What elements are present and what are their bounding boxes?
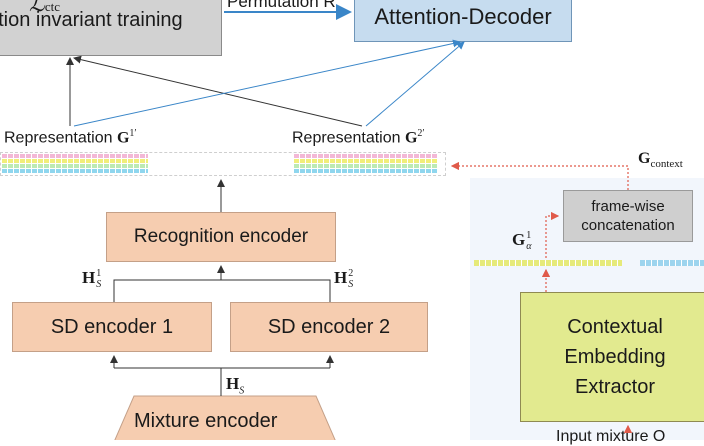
extractor-label-line2: Embedding [564,346,666,368]
permutation-label: Permutation R [227,0,336,11]
recognition-encoder-box: Recognition encoder [106,212,336,262]
ctc-loss-formula: ℒctc [29,0,61,16]
g-context-label: Gcontext [638,150,683,171]
attention-decoder-box: Attention-Decoder [354,0,572,42]
extractor-label-line1: Contextual [567,316,663,338]
frame-wise-label-line1: frame-wise [591,198,665,215]
sd-encoder-2-box: SD encoder 2 [230,302,428,352]
extractor-label-line3: Extractor [574,376,656,398]
input-mixture-label: Input mixture O [556,428,666,445]
g-alpha-strip [474,260,622,266]
representation-g2-label: Representation G2′ [292,128,425,147]
mixture-encoder-label: Mixture encoder [134,410,278,432]
representation-g1-label: Representation G1′ [4,128,137,147]
frame-wise-concatenation-box: frame-wise concatenation [563,190,693,242]
sd-encoder-1-box: SD encoder 1 [12,302,212,352]
hs-label: HS [226,374,245,397]
sd-encoder-2-label: SD encoder 2 [267,315,391,338]
contextual-embedding-extractor-box: Contextual Embedding Extractor [520,292,704,422]
ctc-subtitle: ation invariant training [0,9,183,31]
representation-g1-strip [2,152,148,176]
context-strip-right [640,260,704,266]
frame-wise-label-line2: concatenation [581,217,675,234]
recognition-encoder-label: Recognition encoder [133,226,309,247]
attention-decoder-label: Attention-Decoder [374,4,552,29]
sd-encoder-1-label: SD encoder 1 [50,315,174,338]
representation-g2-strip [294,152,438,176]
representation-strip-frame [0,152,446,176]
